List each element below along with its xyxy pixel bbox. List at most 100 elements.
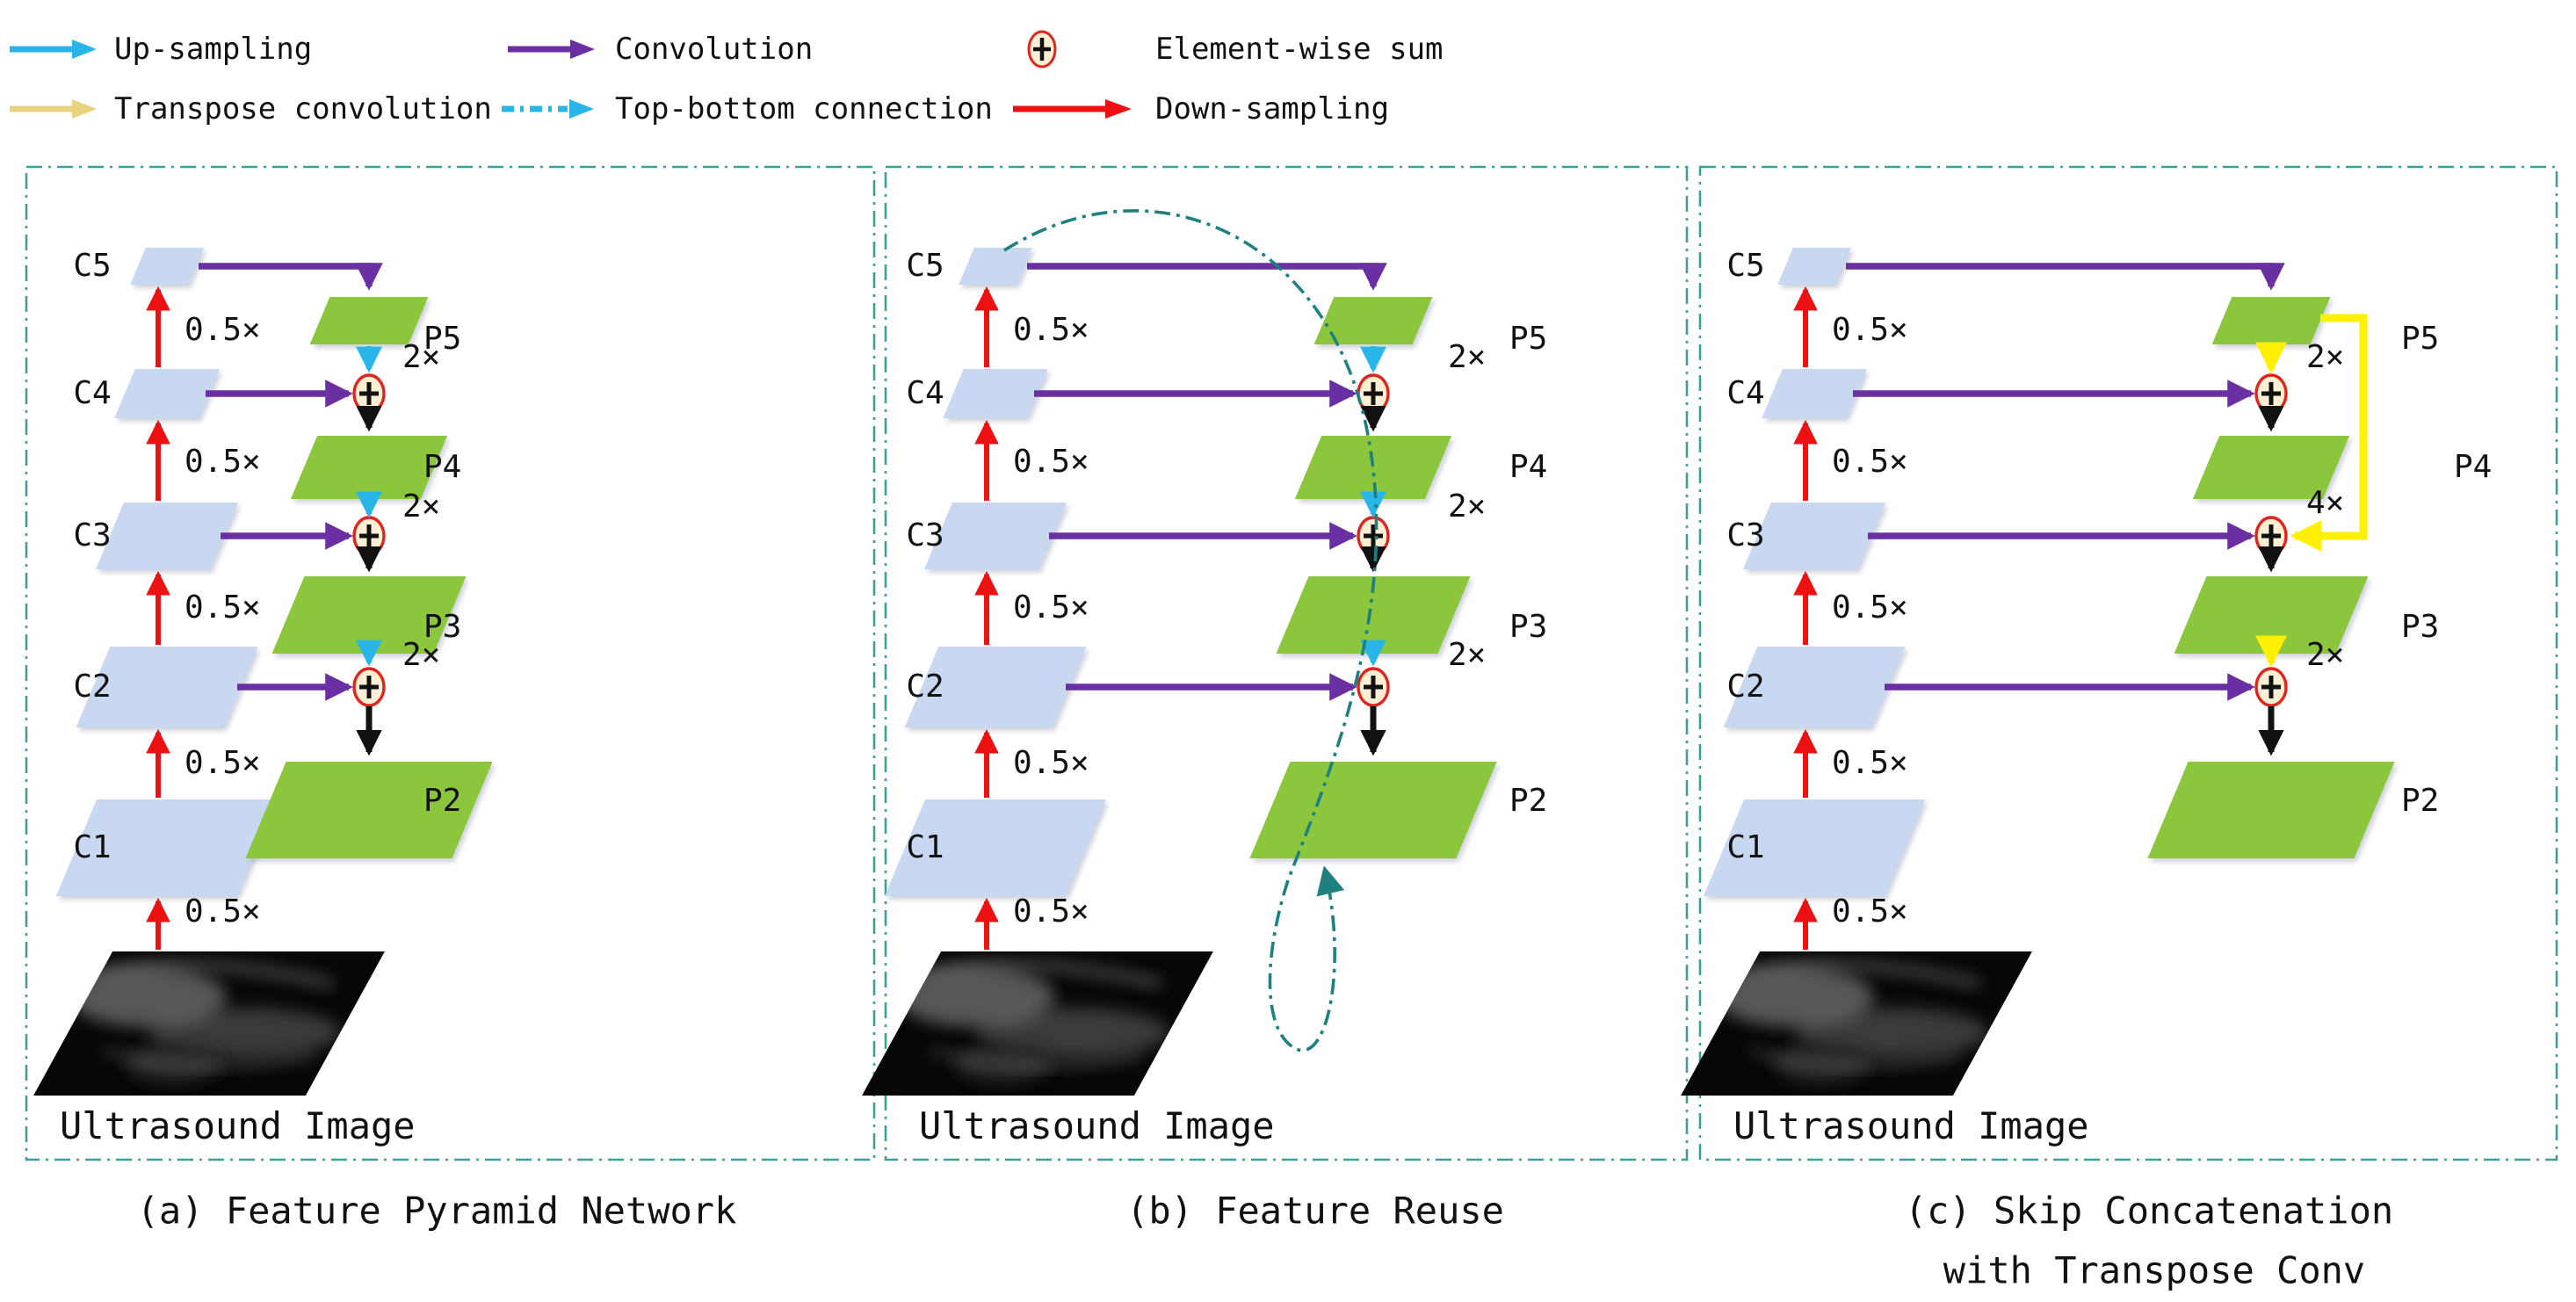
- encoder-box-c5: [1777, 248, 1851, 285]
- transpose-skip-connection: [2290, 314, 2368, 552]
- encoder-box-c1: [55, 799, 279, 896]
- encoder-label-c2-c: C2: [1726, 669, 1765, 705]
- downscale-factor-2-c: 0.5×: [1832, 444, 1908, 481]
- decoder-label-p4-b: P4: [1509, 449, 1548, 486]
- decoder-box-p3: [1276, 576, 1471, 654]
- downscale-factor-3-c: 0.5×: [1832, 590, 1908, 626]
- ultrasound-image: [33, 951, 385, 1096]
- encoder-label-c2-b: C2: [906, 669, 944, 705]
- downscale-factor-3-b: 0.5×: [1013, 590, 1089, 626]
- legend-label-element-wise-sum: Element-wise sum: [1155, 32, 1444, 67]
- sum-plus-3: [2261, 676, 2281, 698]
- encoder-box-c1: [1703, 799, 1926, 896]
- encoder-box-c5: [130, 248, 204, 285]
- caption-panel-a: (a) Feature Pyramid Network: [136, 1189, 737, 1233]
- downscale-factor-2-a: 0.5×: [185, 444, 261, 481]
- down-sampling-arrow-icon: [1013, 99, 1132, 119]
- decoder-box-p2: [2147, 762, 2395, 858]
- encoder-label-c4-b: C4: [906, 375, 944, 412]
- encoder-box-c3: [1743, 503, 1885, 569]
- legend-label-down-sampling: Down-sampling: [1155, 91, 1390, 127]
- caption-panel-c-line2: with Transpose Conv: [1943, 1248, 2366, 1292]
- downscale-factor-1-a: 0.5×: [185, 312, 261, 349]
- sum-plus-2: [359, 524, 379, 547]
- encoder-box-c4: [943, 369, 1048, 418]
- downscale-factor-5-a: 0.5×: [185, 893, 261, 930]
- decoder-label-p2-a: P2: [423, 783, 462, 820]
- encoder-box-c4: [1762, 369, 1867, 418]
- sum-plus-2: [2261, 524, 2281, 547]
- decoder-box-p4: [290, 436, 448, 499]
- skip-factor-c: 4×: [2306, 485, 2345, 522]
- upsample-factor-2-b: 2×: [1448, 488, 1487, 525]
- input-label-b: Ultrasound Image: [919, 1103, 1275, 1147]
- encoder-label-c1-c: C1: [1726, 829, 1765, 866]
- encoder-box-c3: [96, 503, 238, 569]
- decoder-label-p5-a: P5: [423, 321, 462, 358]
- decoder-label-p4-a: P4: [423, 449, 462, 486]
- sum-plus-3: [1364, 676, 1383, 698]
- encoder-label-c1-b: C1: [906, 829, 944, 866]
- convolution-arrow-icon: [508, 40, 595, 59]
- decoder-box-p4: [2192, 436, 2350, 499]
- legend-label-up-sampling: Up-sampling: [114, 32, 313, 67]
- decoder-box-p5: [2211, 297, 2331, 344]
- panel-a-border: [25, 165, 876, 1161]
- encoder-label-c5-b: C5: [906, 248, 944, 285]
- ultrasound-image: [1681, 951, 2032, 1096]
- downscale-factor-5-c: 0.5×: [1832, 893, 1908, 930]
- decoder-label-p5-b: P5: [1509, 321, 1548, 358]
- decoder-label-p3-a: P3: [423, 609, 462, 646]
- panel-c-border: [1698, 165, 2558, 1161]
- caption-panel-c-line1: (c) Skip Concatenation: [1904, 1189, 2394, 1233]
- panel-c: [1681, 165, 2558, 1161]
- decoder-box-p3: [2174, 576, 2369, 654]
- encoder-label-c5-c: C5: [1726, 248, 1765, 285]
- encoder-label-c4-a: C4: [73, 375, 112, 412]
- decoder-box-p2: [245, 762, 493, 858]
- encoder-label-c3-a: C3: [73, 517, 112, 554]
- decoder-box-p5: [1313, 297, 1433, 344]
- downscale-factor-4-a: 0.5×: [185, 745, 261, 782]
- element-wise-sum-icon: [1027, 30, 1057, 69]
- decoder-label-p3-c: P3: [2401, 609, 2440, 646]
- sum-plus-1: [2261, 382, 2281, 405]
- downscale-factor-1-b: 0.5×: [1013, 312, 1089, 349]
- downscale-factor-2-b: 0.5×: [1013, 444, 1089, 481]
- downscale-factor-4-b: 0.5×: [1013, 745, 1089, 782]
- encoder-label-c2-a: C2: [73, 669, 112, 705]
- caption-panel-b: (b) Feature Reuse: [1126, 1189, 1504, 1233]
- downscale-factor-4-c: 0.5×: [1832, 745, 1908, 782]
- downscale-factor-3-a: 0.5×: [185, 590, 261, 626]
- legend-label-top-bottom-connection: Top-bottom connection: [615, 91, 993, 127]
- panel-b: [862, 165, 1689, 1161]
- encoder-label-c4-c: C4: [1726, 375, 1765, 412]
- convolution-arrow-c5: [199, 263, 383, 291]
- decoder-label-p2-b: P2: [1509, 783, 1548, 820]
- encoder-box-c1: [884, 799, 1107, 896]
- upsample-factor-3-b: 2×: [1448, 637, 1487, 674]
- upsample-factor-2-a: 2×: [402, 488, 441, 525]
- encoder-box-c2: [904, 647, 1087, 727]
- legend-label-convolution: Convolution: [615, 32, 814, 67]
- encoder-box-c5: [959, 248, 1032, 285]
- decoder-box-p2: [1249, 762, 1497, 858]
- upsample-factor-1-c: 2×: [2306, 339, 2345, 376]
- panel-b-border: [884, 165, 1689, 1161]
- input-label-a: Ultrasound Image: [60, 1103, 416, 1147]
- decoder-label-p2-c: P2: [2401, 783, 2440, 820]
- up-sampling-arrow-icon: [10, 40, 97, 59]
- decoder-label-p3-b: P3: [1509, 609, 1548, 646]
- sum-plus-2: [1364, 524, 1383, 547]
- decoder-box-p4: [1294, 436, 1452, 499]
- convolution-arrow-c5: [1027, 263, 1387, 291]
- sum-plus-3: [359, 676, 379, 698]
- upsample-factor-1-a: 2×: [402, 339, 441, 376]
- sum-plus-1: [1364, 382, 1383, 405]
- downscale-factor-1-c: 0.5×: [1832, 312, 1908, 349]
- decoder-label-p4-c: P4: [2454, 449, 2493, 486]
- encoder-label-c5-a: C5: [73, 248, 112, 285]
- upsample-factor-1-b: 2×: [1448, 339, 1487, 376]
- encoder-box-c2: [76, 647, 258, 727]
